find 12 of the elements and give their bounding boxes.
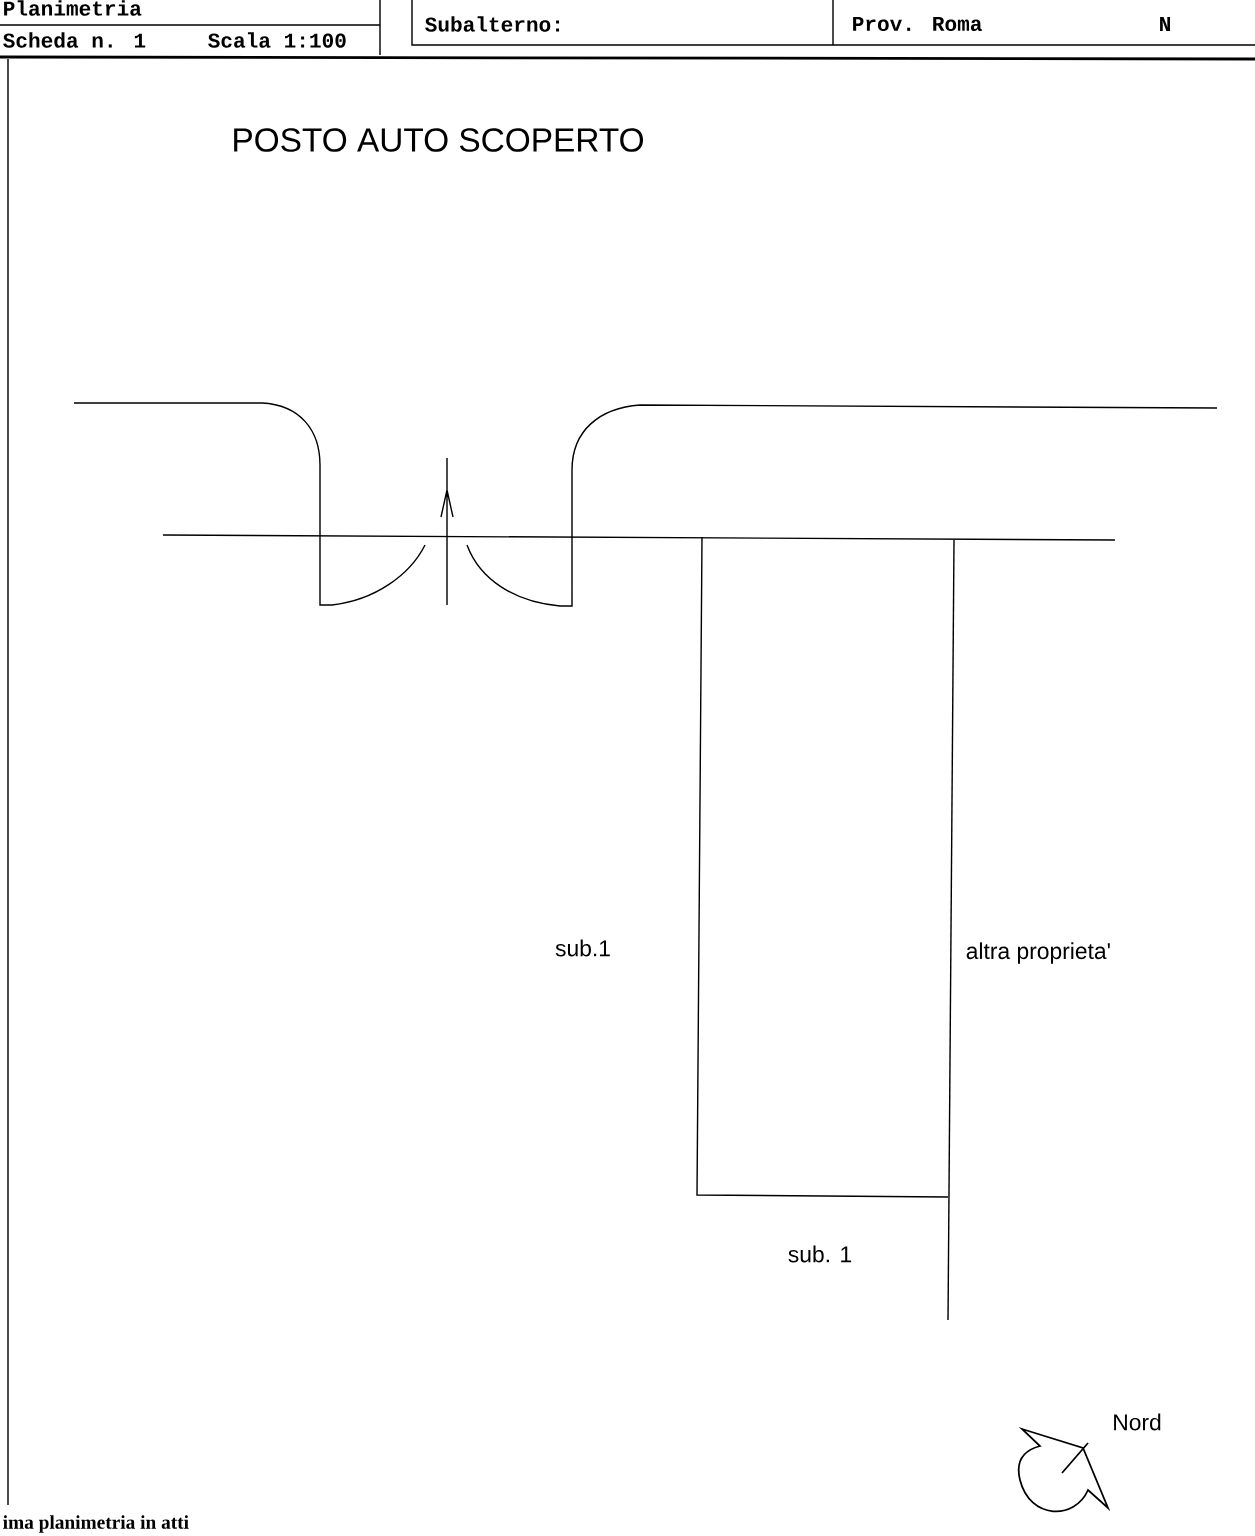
header-text: N — [1160, 17, 1170, 31]
header-text: Scala 1:100 — [208, 32, 346, 48]
header-text: Scheda n. 1 — [3, 32, 146, 48]
area-label: altra proprieta' — [966, 942, 1110, 964]
header-text: Subalterno: — [425, 16, 560, 32]
area-label: sub. 1 — [788, 1245, 852, 1263]
header-text: Prov. Roma — [853, 16, 982, 32]
title: POSTO AUTO SCOPERTO — [234, 128, 643, 152]
area-label: sub.1 — [555, 939, 610, 957]
footer-note: ima planimetria in atti — [3, 1515, 189, 1533]
area-label: Nord — [1114, 1413, 1161, 1431]
header-text: Planimetria — [4, 0, 142, 16]
